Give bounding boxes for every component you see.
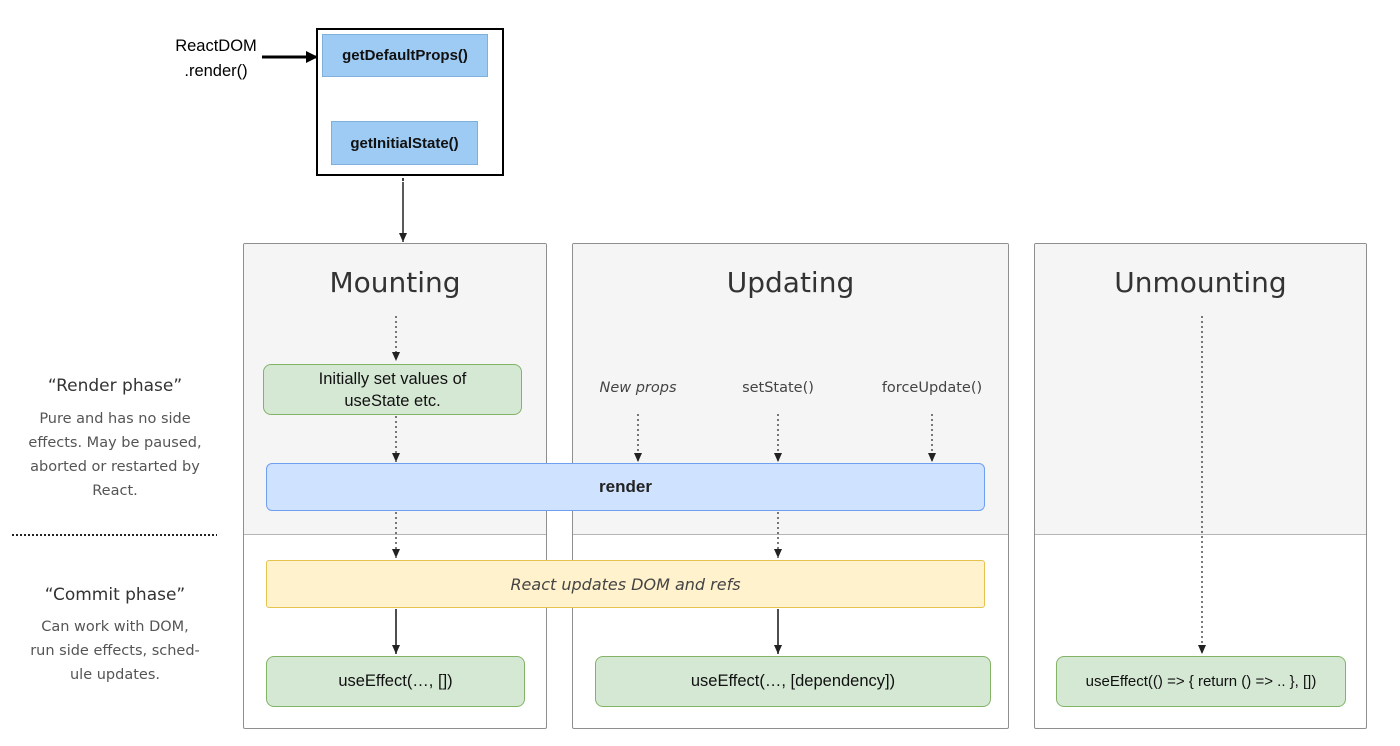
get-initial-state-box: getInitialState() [331, 121, 478, 165]
commit-phase-description: Can work with DOM, run side effects, sch… [30, 619, 200, 683]
updating-title: Updating [726, 266, 855, 299]
set-state-trigger: setState() [742, 380, 814, 396]
render-phase-title: “Render phase” [47, 376, 183, 396]
update-effect-box: useEffect(…, [dependency]) [595, 656, 991, 707]
commit-phase-title: “Commit phase” [44, 585, 186, 605]
get-default-props-box: getDefaultProps() [322, 34, 488, 77]
mounting-title: Mounting [329, 266, 461, 299]
unmounting-title: Unmounting [1114, 266, 1287, 299]
unmount-effect-box: useEffect(() => { return () => .. }, []) [1056, 656, 1346, 707]
mount-effect-box: useEffect(…, []) [266, 656, 525, 707]
render-box: render [266, 463, 985, 511]
new-props-trigger: New props [599, 380, 677, 396]
force-update-trigger: forceUpdate() [881, 380, 983, 396]
render-phase-description: Pure and has no side effects. May be pau… [28, 411, 202, 499]
reactdom-render-label: ReactDOM .render() [175, 37, 257, 80]
commit-dom-box: React updates DOM and refs [266, 560, 985, 608]
initial-state-box: Initially set values of useState etc. [263, 364, 522, 415]
